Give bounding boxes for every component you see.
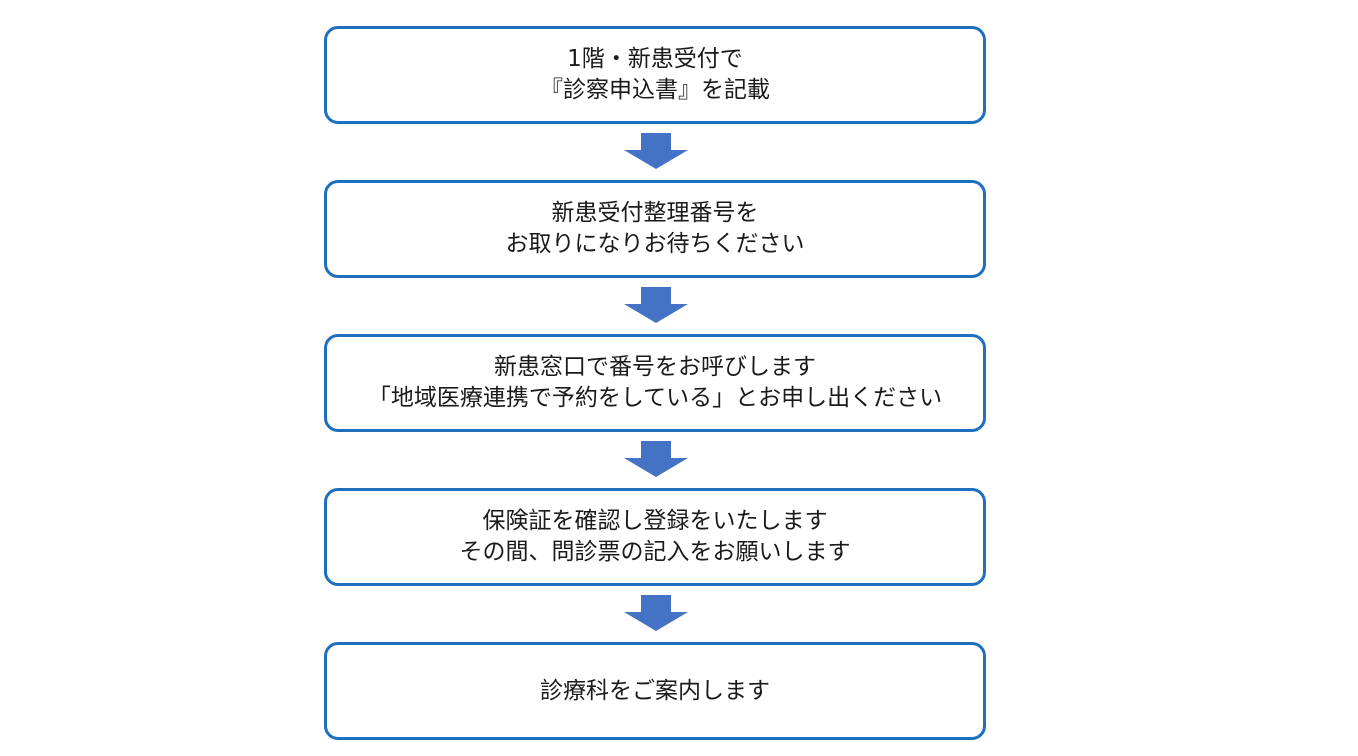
- step-box-5: 診療科をご案内します: [324, 642, 986, 740]
- down-arrow-icon: [624, 441, 688, 477]
- step-4-line-1: 保険証を確認し登録をいたします: [482, 508, 828, 534]
- step-1-line-2: 『診察申込書』を記載: [540, 77, 770, 103]
- step-4-line-2: その間、問診票の記入をお願いします: [459, 539, 851, 565]
- step-3-line-2: 「地域医療連携で予約をしている」とお申し出ください: [367, 385, 943, 411]
- down-arrow-icon: [624, 287, 688, 323]
- step-2-line-2: お取りになりお待ちください: [505, 231, 805, 257]
- down-arrow-icon: [624, 133, 688, 169]
- down-arrow-icon: [624, 595, 688, 631]
- step-box-4: 保険証を確認し登録をいたします その間、問診票の記入をお願いします: [324, 488, 986, 586]
- step-1-line-1: 1階・新患受付で: [567, 46, 743, 72]
- step-3-line-1: 新患窓口で番号をお呼びします: [494, 354, 816, 380]
- step-box-3: 新患窓口で番号をお呼びします 「地域医療連携で予約をしている」とお申し出ください: [324, 334, 986, 432]
- step-box-1: 1階・新患受付で 『診察申込書』を記載: [324, 26, 986, 124]
- step-5-line-1: 診療科をご案内します: [540, 677, 770, 704]
- step-box-2: 新患受付整理番号を お取りになりお待ちください: [324, 180, 986, 278]
- step-2-line-1: 新患受付整理番号を: [551, 200, 759, 226]
